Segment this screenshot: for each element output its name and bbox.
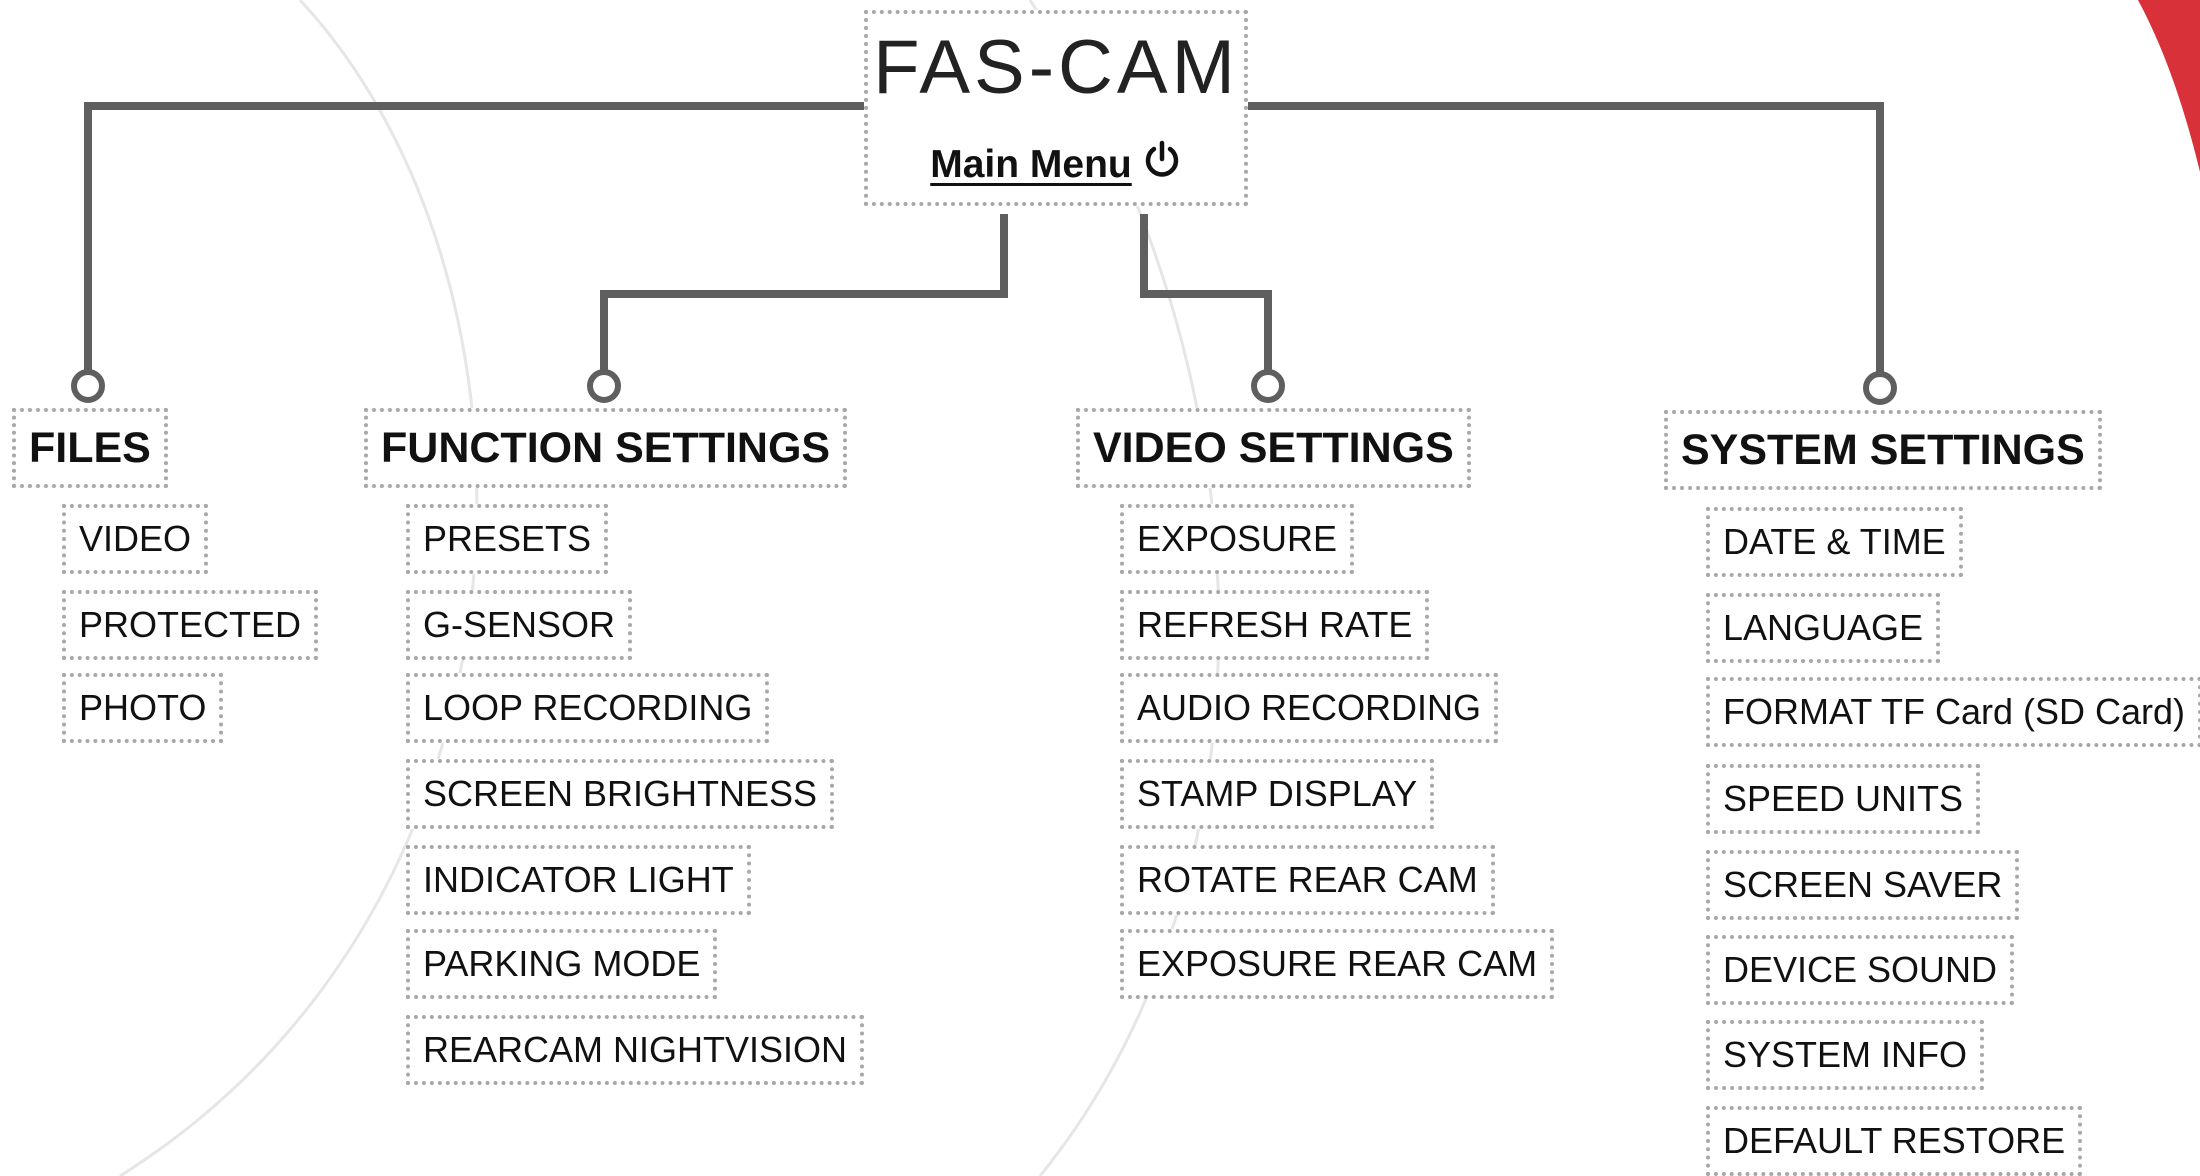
menu-item-default-restore[interactable]: DEFAULT RESTORE bbox=[1706, 1106, 2083, 1176]
category-label: SYSTEM SETTINGS bbox=[1681, 426, 2085, 474]
menu-item-label: DEVICE SOUND bbox=[1723, 949, 1998, 990]
menu-item-label: DATE & TIME bbox=[1723, 521, 1946, 562]
brand-logo: FAS-CAM bbox=[873, 25, 1239, 110]
menu-item-speed-units[interactable]: SPEED UNITS bbox=[1706, 764, 1981, 834]
menu-item-stamp-display[interactable]: STAMP DISPLAY bbox=[1120, 759, 1435, 829]
menu-item-language[interactable]: LANGUAGE bbox=[1706, 593, 1941, 663]
connector-function-settings bbox=[600, 214, 1008, 370]
menu-item-date-time[interactable]: DATE & TIME bbox=[1706, 507, 1963, 577]
menu-item-label: VIDEO bbox=[79, 518, 192, 559]
menu-item-label: PRESETS bbox=[423, 518, 592, 559]
menu-item-label: DEFAULT RESTORE bbox=[1723, 1120, 2066, 1161]
menu-item-label: AUDIO RECORDING bbox=[1137, 687, 1482, 728]
main-menu-box: FAS-CAM Main Menu bbox=[864, 10, 1248, 206]
menu-item-label: FORMAT TF Card (SD Card) bbox=[1723, 691, 2186, 732]
menu-item-system-info[interactable]: SYSTEM INFO bbox=[1706, 1020, 1985, 1090]
menu-item-label: EXPOSURE REAR CAM bbox=[1137, 943, 1538, 984]
menu-item-label: G-SENSOR bbox=[423, 604, 616, 645]
menu-item-rotate-rear-cam[interactable]: ROTATE REAR CAM bbox=[1120, 845, 1495, 915]
menu-item-exposure-rear-cam[interactable]: EXPOSURE REAR CAM bbox=[1120, 929, 1555, 999]
category-label: VIDEO SETTINGS bbox=[1093, 424, 1454, 472]
menu-item-g-sensor[interactable]: G-SENSOR bbox=[406, 590, 633, 660]
category-function-settings[interactable]: FUNCTION SETTINGS bbox=[364, 408, 848, 488]
menu-item-photo[interactable]: PHOTO bbox=[62, 673, 224, 743]
menu-item-label: INDICATOR LIGHT bbox=[423, 859, 734, 900]
menu-item-label: EXPOSURE bbox=[1137, 518, 1338, 559]
connector-system-settings bbox=[1248, 102, 1884, 373]
category-label: FUNCTION SETTINGS bbox=[381, 424, 831, 472]
menu-item-protected[interactable]: PROTECTED bbox=[62, 590, 319, 660]
menu-item-label: REARCAM NIGHTVISION bbox=[423, 1029, 848, 1070]
connector-files bbox=[84, 102, 864, 370]
menu-item-refresh-rate[interactable]: REFRESH RATE bbox=[1120, 590, 1430, 660]
category-label: FILES bbox=[29, 424, 151, 472]
menu-item-label: PHOTO bbox=[79, 687, 207, 728]
menu-item-parking-mode[interactable]: PARKING MODE bbox=[406, 929, 718, 999]
menu-item-label: ROTATE REAR CAM bbox=[1137, 859, 1478, 900]
menu-item-device-sound[interactable]: DEVICE SOUND bbox=[1706, 935, 2015, 1005]
menu-item-label: PARKING MODE bbox=[423, 943, 701, 984]
category-video-settings[interactable]: VIDEO SETTINGS bbox=[1076, 408, 1471, 488]
connector-node bbox=[71, 369, 105, 403]
menu-item-audio-recording[interactable]: AUDIO RECORDING bbox=[1120, 673, 1499, 743]
category-files[interactable]: FILES bbox=[12, 408, 168, 488]
menu-item-label: SPEED UNITS bbox=[1723, 778, 1964, 819]
menu-item-screen-saver[interactable]: SCREEN SAVER bbox=[1706, 850, 2020, 920]
main-menu-label: Main Menu bbox=[930, 143, 1132, 186]
connector-video-settings bbox=[1140, 214, 1272, 370]
menu-item-label: SYSTEM INFO bbox=[1723, 1034, 1968, 1075]
menu-item-label: SCREEN SAVER bbox=[1723, 864, 2003, 905]
menu-item-presets[interactable]: PRESETS bbox=[406, 504, 609, 574]
background-arc bbox=[119, 0, 479, 1176]
connector-node bbox=[1251, 369, 1285, 403]
menu-item-rearcam-nightvision[interactable]: REARCAM NIGHTVISION bbox=[406, 1015, 865, 1085]
menu-item-screen-brightness[interactable]: SCREEN BRIGHTNESS bbox=[406, 759, 835, 829]
menu-item-label: LOOP RECORDING bbox=[423, 687, 753, 728]
menu-item-format-tf-card[interactable]: FORMAT TF Card (SD Card) bbox=[1706, 677, 2200, 747]
category-system-settings[interactable]: SYSTEM SETTINGS bbox=[1664, 410, 2102, 490]
connector-node bbox=[587, 369, 621, 403]
menu-item-label: STAMP DISPLAY bbox=[1137, 773, 1418, 814]
power-icon bbox=[1145, 140, 1178, 177]
menu-item-video[interactable]: VIDEO bbox=[62, 504, 209, 574]
menu-item-indicator-light[interactable]: INDICATOR LIGHT bbox=[406, 845, 751, 915]
menu-item-label: LANGUAGE bbox=[1723, 607, 1924, 648]
main-menu-title[interactable]: Main Menu bbox=[930, 140, 1182, 187]
red-corner-shape bbox=[2138, 0, 2200, 172]
connector-node bbox=[1863, 371, 1897, 405]
menu-item-label: PROTECTED bbox=[79, 604, 302, 645]
menu-item-label: REFRESH RATE bbox=[1137, 604, 1413, 645]
menu-item-label: SCREEN BRIGHTNESS bbox=[423, 773, 818, 814]
menu-item-exposure[interactable]: EXPOSURE bbox=[1120, 504, 1355, 574]
menu-item-loop-recording[interactable]: LOOP RECORDING bbox=[406, 673, 770, 743]
